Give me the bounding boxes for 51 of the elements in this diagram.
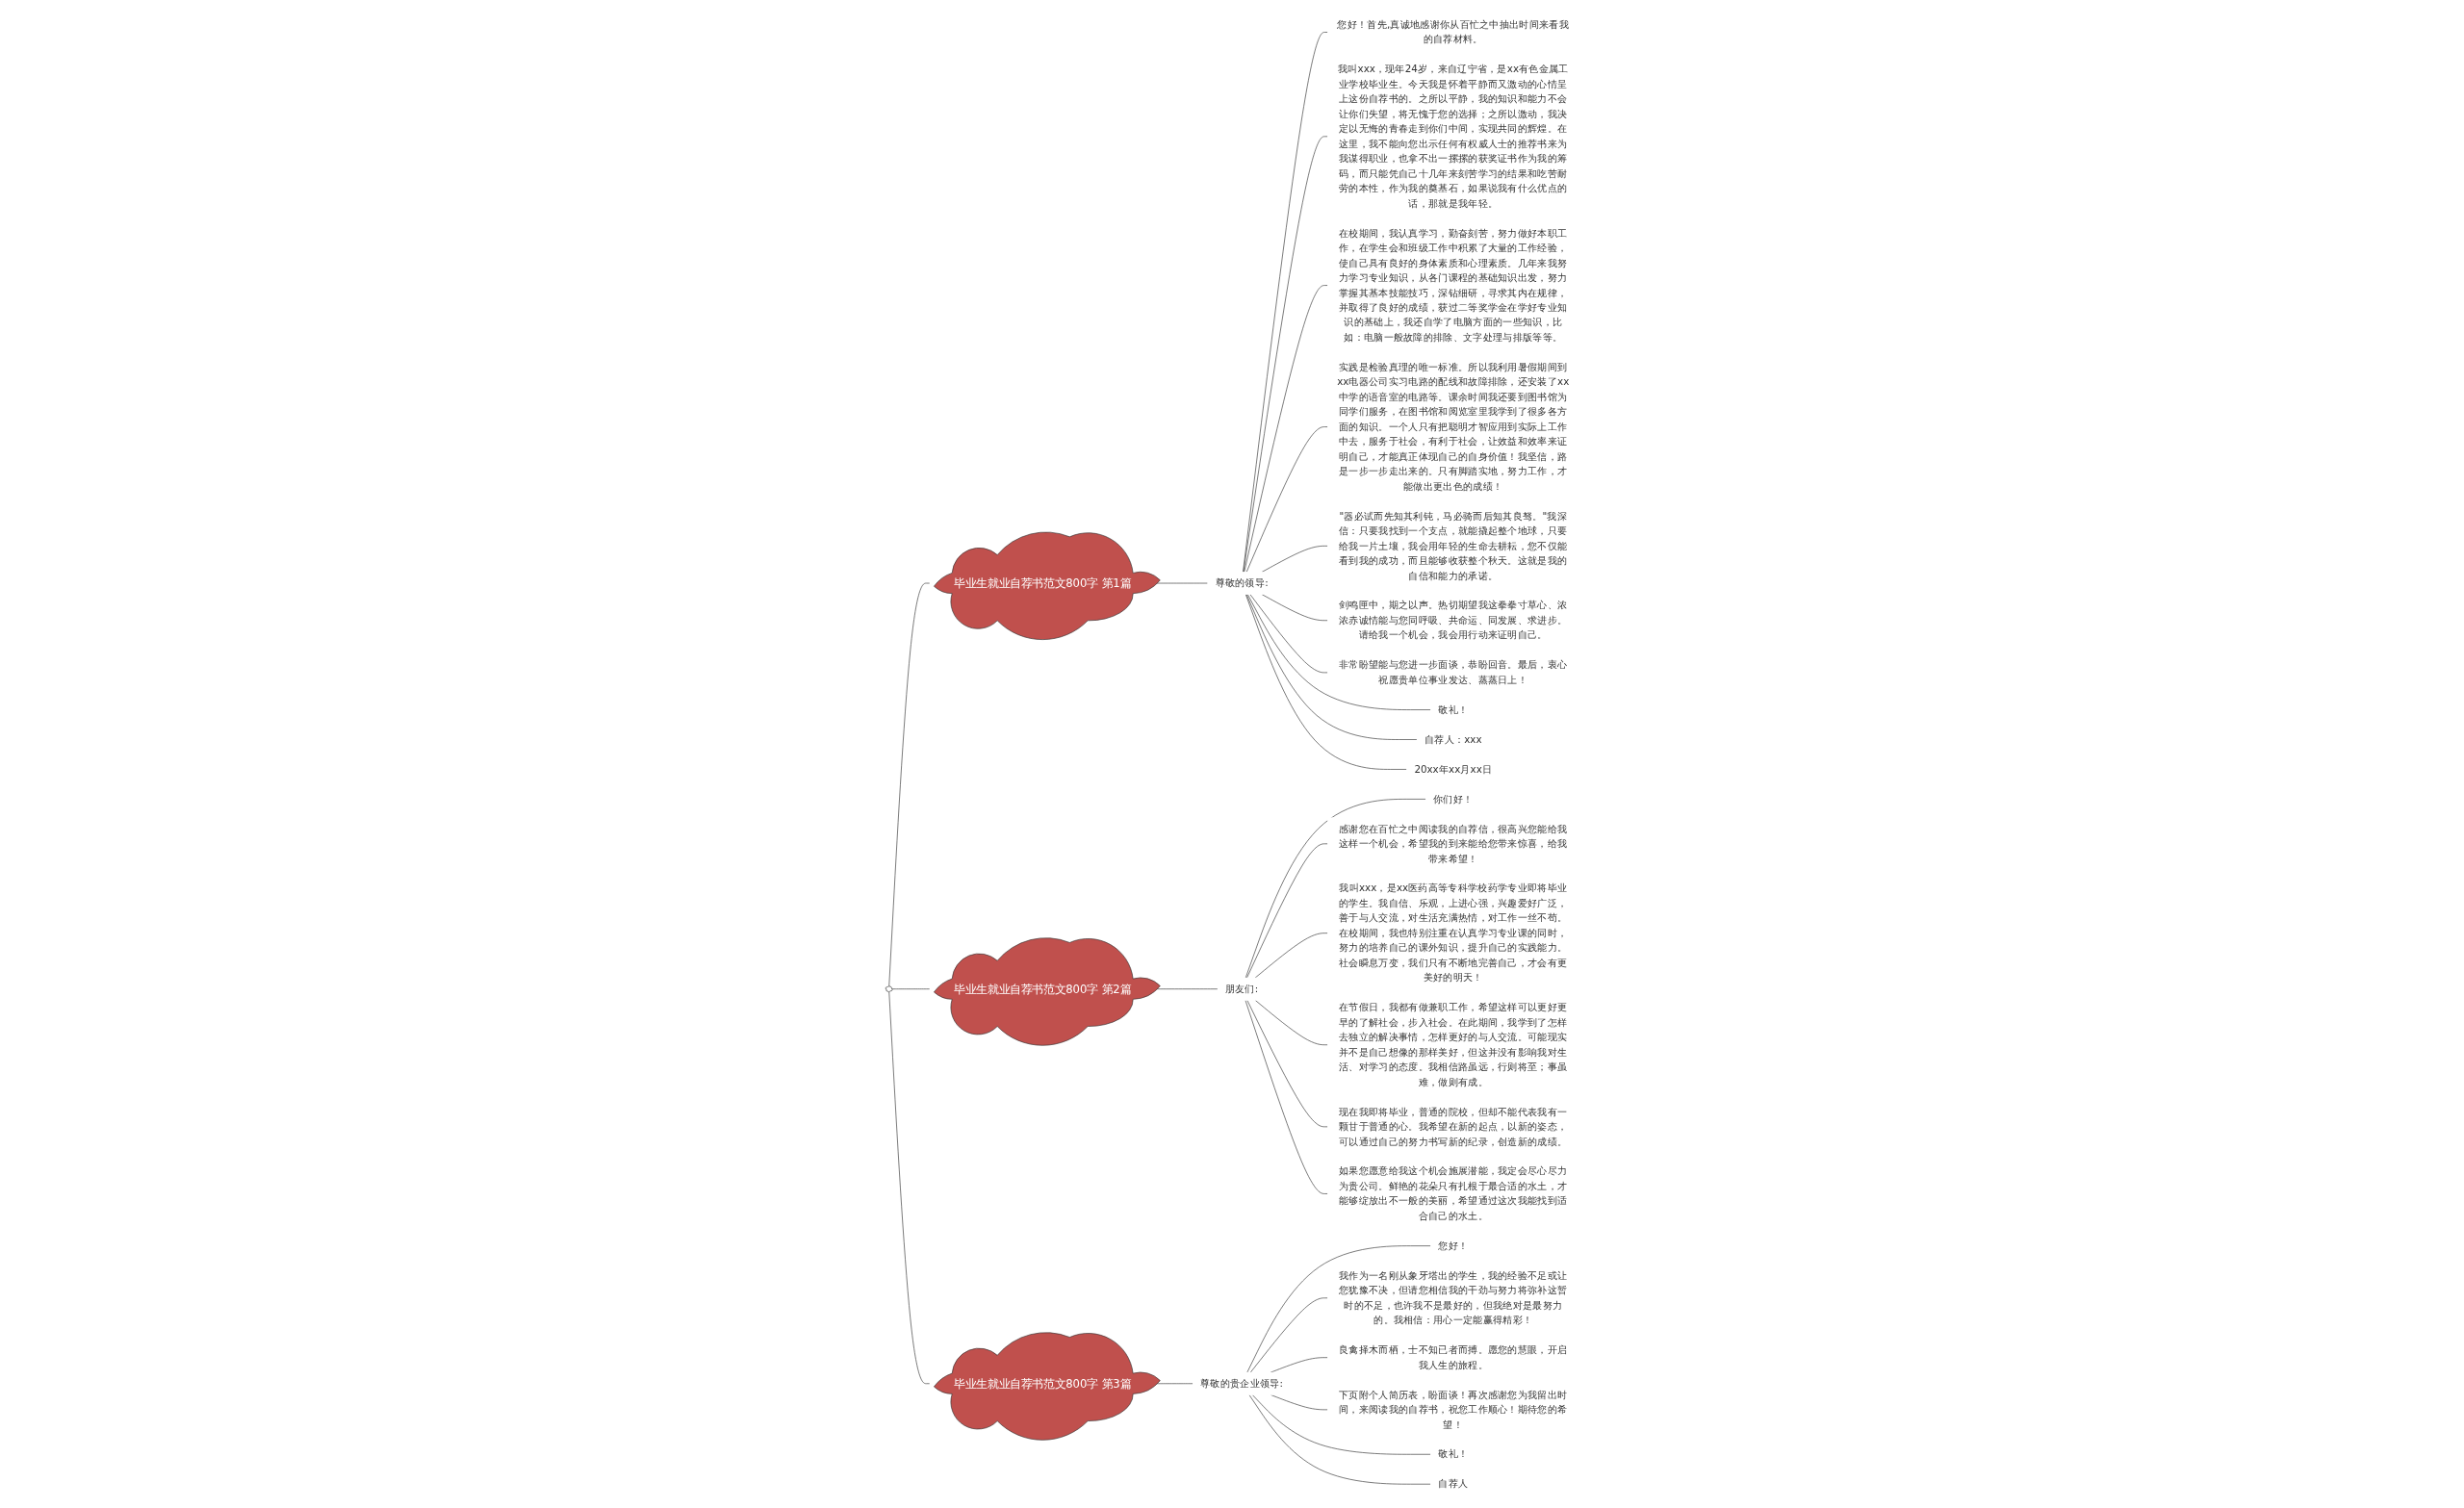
node-text: 尊敬的贵企业领导: — [1200, 1376, 1283, 1390]
connector — [1155, 987, 1219, 989]
node-text: 敬礼！ — [1438, 1447, 1469, 1460]
connector — [1246, 999, 1328, 1127]
node-text: 你们好！ — [1433, 792, 1474, 805]
node-text: 现在我即将毕业，普通的院校，但却不能代表我有一颗甘于普通的心。我希望在新的起点，以新的姿态，可以通过自己的努力书写新的纪录，创造新的成绩。 — [1339, 1105, 1568, 1147]
connector — [1245, 999, 1328, 1194]
node-text: 剑鸣匣中，期之以声。热切期望我这拳拳寸草心、浓浓赤诚情能与您同呼吸、共命运、同发展、求进步。请给我一个机会，我会用行动来证明自己。 — [1339, 599, 1568, 641]
connector — [1254, 999, 1328, 1045]
node-text: 自荐人：xxx — [1424, 732, 1482, 745]
connector — [1248, 1393, 1431, 1485]
node-text: 尊敬的领导: — [1215, 576, 1269, 589]
connector — [1246, 1244, 1431, 1372]
connector — [1243, 31, 1328, 573]
node-text: 您好！ — [1438, 1239, 1469, 1251]
node-text: 如果您愿意给我这个机会施展潜能，我定会尽心尽力为贵公司。鲜艳的花朵只有扎根于最合适的水土，才能够绽放出不一般的美丽，希望通过这次我能找到适合自己的水土。 — [1339, 1164, 1568, 1221]
connector — [1245, 593, 1407, 770]
connector — [1243, 136, 1328, 573]
node-text: 朋友们: — [1224, 982, 1259, 995]
connector — [1246, 843, 1328, 978]
connector — [1246, 593, 1431, 710]
connector — [888, 582, 930, 986]
node-text: 我叫xxx，是xx医药高等专科学校药学专业即将毕业的学生。我自信、乐观，上进心强，兴趣爱好广泛，善于与人交流，对生活充满热情，对工作一丝不苟。在校期间，我也特别注重在认真学习专业课的同时，努力的培养自己的课外知识，提升自己的实践能力。社会瞬息万变，我们只有不断地完善自己，才会有更美好的明天！ — [1339, 882, 1568, 984]
connector — [891, 987, 930, 989]
node-text: 良禽择木而栖，士不知已者而搏。愿您的慧眼，开启我人生的旅程。 — [1339, 1343, 1568, 1370]
connector — [1244, 284, 1328, 573]
node-cloud — [885, 985, 893, 992]
node-text: 感谢您在百忙之中阅读我的自荐信，很高兴您能给我这样一个机会，希望我的到来能给您带来惊喜，给我带来希望！ — [1339, 822, 1568, 864]
node-text: 20xx年xx月xx日 — [1414, 762, 1493, 775]
connector — [1249, 1297, 1328, 1372]
connector — [1270, 1393, 1328, 1410]
node-text: 在校期间，我认真学习，勤奋刻苦，努力做好本职工作，在学生会和班级工作中积累了大量的工作经验，使自己具有良好的身体素质和心理素质。几年来我努力学习专业知识，从各门课程的基础知识出发，努力掌握其基本技能技巧，深钻细研，寻求其内在规律，并取得了良好的成绩，获过二等奖学金在学好专业知识的基础上，我还自学了电脑方面的一些知识，比如：电脑一般故障的排除、文字处理与排版等等。 — [1339, 226, 1568, 344]
connector — [1254, 932, 1328, 978]
node-text: 自荐人 — [1438, 1477, 1469, 1490]
node-text: 实践是检验真理的唯一标准。所以我利用暑假期间到xx电器公司实习电路的配线和故障排除，还安装了xx中学的语音室的电路等。课余时间我还要到图书馆为同学们服务，在图书馆和阅览室里我学到了很多各方面的知识。一个人只有把聪明才智应用到实际上工作中去，服务于社会，有利于社会，让效益和效率来证明自己，才能真正体现自己的自身价值！我坚信，路是一步一步走出来的。只有脚踏实地，努力工作，才能做出更出色的成绩！ — [1337, 360, 1570, 492]
node-text: 下页附个人简历表，盼面谈！再次感谢您为我留出时间，来阅读我的自荐书，祝您工作顺心！期待您的希望！ — [1339, 1388, 1568, 1430]
connector — [888, 990, 930, 1384]
connector — [1249, 593, 1328, 673]
connector — [1155, 582, 1209, 583]
node-text: 我作为一名刚从象牙塔出的学生，我的经验不足或让您犹豫不决，但请您相信我的干劲与努力将弥补这暂时的不足，也许我不是最好的，但我绝对是最努力的。我相信：用心一定能赢得精彩！ — [1339, 1268, 1568, 1326]
node-text: "器必试而先知其利钝，马必骑而后知其良驽。"我深信：只要我找到一个支点，就能撬起整个地球，只要给我一片土壤，我会用年轻的生命去耕耘，您不仅能看到我的成功，而且能够收获整个秋天。这就是我的自信和能力的承诺。 — [1339, 509, 1568, 581]
node-text: 我叫xxx，现年24岁，来自辽宁省，是xx有色金属工业学校毕业生。今天我是怀着平静而又激动的心情呈上这份自荐书的。之所以平静，我的知识和能力不会让你们失望，将无愧于您的选择；之所以激动，我决定以无悔的青春走到你们中间，实现共同的辉煌。在这里，我不能向您出示任何有权威人士的推荐书来为我谋得职业，也拿不出一摞摞的获奖证书作为我的筹码，而只能凭自己十几年来刻苦学习的结果和吃苦耐劳的本性，作为我的奠基石，如果说我有什么优点的话，那就是我年轻。 — [1337, 63, 1569, 209]
node-text: 敬礼！ — [1438, 703, 1469, 715]
node-text: 非常盼望能与您进一步面谈，恭盼回音。最后，衷心祝愿贵单位事业发达、蒸蒸日上！ — [1339, 658, 1568, 685]
node-text: 在节假日，我都有做兼职工作，希望这样可以更好更早的了解社会，步入社会。在此期间，我学到了怎样去独立的解决事情，怎样更好的与人交流。可能现实并不是自己想像的那样美好，但这并没有影响我对生活、对学习的态度。我相信路虽远，行则将至；事虽难，做则有成。 — [1339, 1001, 1568, 1087]
connector — [1245, 798, 1426, 978]
connector — [1245, 425, 1328, 573]
connector — [1251, 1393, 1431, 1455]
node-text: 您好！首先,真诚地感谢你从百忙之中抽出时间来看我的自荐材料。 — [1337, 17, 1569, 45]
connector — [1261, 593, 1328, 621]
connector — [1245, 593, 1418, 740]
